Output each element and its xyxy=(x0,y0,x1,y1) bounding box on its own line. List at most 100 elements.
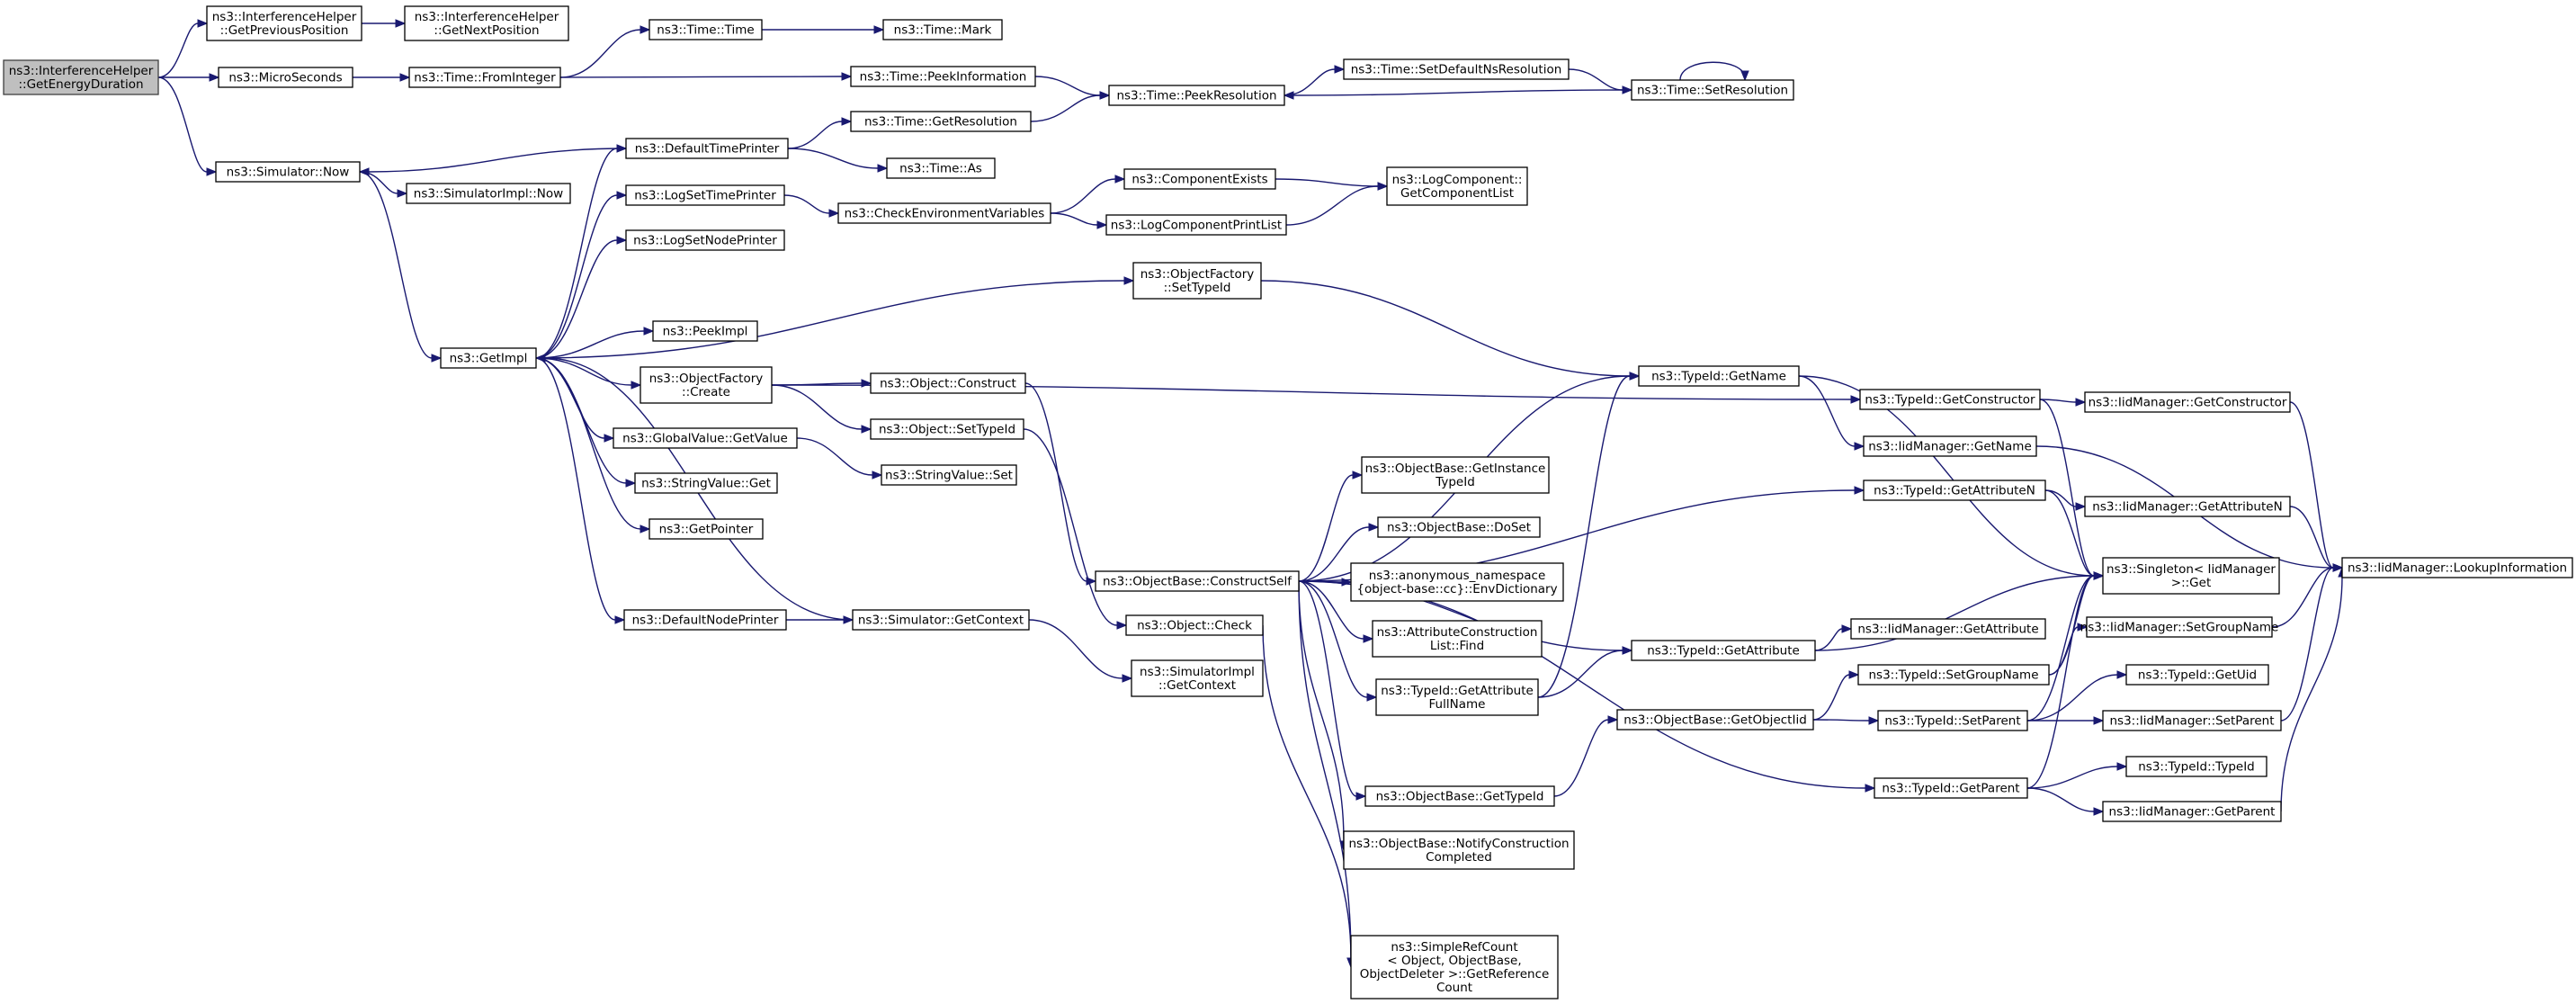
node-iid-get-attribute[interactable]: ns3::IidManager::GetAttribute xyxy=(1850,618,2046,640)
node-box xyxy=(2341,557,2573,578)
edge-ihget-previous-position-to-ihget-next-position xyxy=(361,19,407,28)
node-time-from-integer[interactable]: ns3::Time::FromInteger xyxy=(408,67,561,88)
node-notify-construction-completed[interactable]: ns3::ObjectBase::NotifyConstructionCompl… xyxy=(1343,830,1575,870)
node-object-factory-create[interactable]: ns3::ObjectFactory::Create xyxy=(640,366,773,404)
edge-type-id-get-parent-to-type-id-type-id xyxy=(2026,762,2128,789)
node-box xyxy=(2125,756,2267,777)
node-get-impl[interactable]: ns3::GetImpl xyxy=(440,347,537,369)
node-ihget-next-position[interactable]: ns3::InterferenceHelper::GetNextPosition xyxy=(404,5,569,41)
edge-line xyxy=(1260,280,1631,377)
node-micro-seconds[interactable]: ns3::MicroSeconds xyxy=(218,67,353,88)
node-time-peek-information[interactable]: ns3::Time::PeekInformation xyxy=(850,66,1036,87)
node-log-component-get-component-list[interactable]: ns3::LogComponent::GetComponentList xyxy=(1386,166,1528,206)
edge-line xyxy=(559,76,843,78)
node-ihget-energy-duration[interactable]: ns3::InterferenceHelper::GetEnergyDurati… xyxy=(3,59,159,95)
edge-line xyxy=(1028,619,1123,679)
node-env-dictionary[interactable]: ns3::anonymous_namespace{object-base::cc… xyxy=(1350,562,1564,602)
node-label: ns3::IidManager::GetParent xyxy=(2109,805,2276,820)
edge-type-id-set-parent-to-iid-set-parent xyxy=(2026,716,2105,725)
node-iid-get-attribute-n[interactable]: ns3::IidManager::GetAttributeN xyxy=(2084,496,2291,517)
node-time-set-default-ns-resolution[interactable]: ns3::Time::SetDefaultNsResolution xyxy=(1343,58,1570,80)
node-box xyxy=(613,427,798,449)
node-log-set-time-printer[interactable]: ns3::LogSetTimePrinter xyxy=(625,184,785,206)
node-object-base-construct-self[interactable]: ns3::ObjectBase::ConstructSelf xyxy=(1095,570,1300,592)
node-type-id-set-group-name[interactable]: ns3::TypeId::SetGroupName xyxy=(1857,664,2050,686)
node-component-exists[interactable]: ns3::ComponentExists xyxy=(1123,168,1276,190)
edge-iid-set-parent-to-iid-lookup-information xyxy=(2280,563,2344,722)
node-object-set-type-id[interactable]: ns3::Object::SetTypeId xyxy=(870,418,1024,440)
node-label: List::Find xyxy=(1430,639,1484,653)
node-iid-lookup-information[interactable]: ns3::IidManager::LookupInformation xyxy=(2341,557,2573,578)
node-iid-set-parent[interactable]: ns3::IidManager::SetParent xyxy=(2102,710,2282,731)
node-get-pointer[interactable]: ns3::GetPointer xyxy=(648,518,764,540)
node-string-value-set[interactable]: ns3::StringValue::Set xyxy=(881,464,1017,486)
edge-line xyxy=(559,29,641,78)
edge-type-id-get-parent-to-iid-get-parent xyxy=(2026,787,2105,816)
node-object-base-get-object-iid[interactable]: ns3::ObjectBase::GetObjectIid xyxy=(1616,709,1814,731)
edge-object-base-construct-self-to-notify-construction-completed xyxy=(1298,580,1348,852)
node-iid-set-group-name[interactable]: ns3::IidManager::SetGroupName xyxy=(2080,616,2279,638)
node-ihget-previous-position[interactable]: ns3::InterferenceHelper::GetPreviousPosi… xyxy=(206,5,362,41)
edge-ihget-energy-duration-to-simulator-now xyxy=(157,76,218,176)
node-string-value-get[interactable]: ns3::StringValue::Get xyxy=(634,472,778,494)
node-label: ::SetTypeId xyxy=(1164,281,1231,295)
node-simulator-impl-get-context[interactable]: ns3::SimulatorImpl::GetContext xyxy=(1131,659,1264,697)
node-object-check[interactable]: ns3::Object::Check xyxy=(1125,614,1264,636)
node-box xyxy=(1361,456,1550,494)
node-type-id-get-parent[interactable]: ns3::TypeId::GetParent xyxy=(1874,777,2028,799)
node-label: < Object, ObjectBase, xyxy=(1387,954,1521,968)
node-iid-get-parent[interactable]: ns3::IidManager::GetParent xyxy=(2102,801,2282,822)
node-iid-get-name[interactable]: ns3::IidManager::GetName xyxy=(1863,435,2037,457)
node-type-id-get-name[interactable]: ns3::TypeId::GetName xyxy=(1638,365,1800,387)
node-simulator-impl-now[interactable]: ns3::SimulatorImpl::Now xyxy=(406,183,571,204)
node-type-id-set-parent[interactable]: ns3::TypeId::SetParent xyxy=(1877,710,2028,731)
node-global-value-get-value[interactable]: ns3::GlobalValue::GetValue xyxy=(613,427,798,449)
node-type-id-get-uid[interactable]: ns3::TypeId::GetUid xyxy=(2125,664,2269,686)
node-box xyxy=(1108,85,1285,106)
edge-arrowhead xyxy=(616,191,628,200)
node-object-construct[interactable]: ns3::Object::Construct xyxy=(870,372,1026,394)
edge-line xyxy=(1023,428,1118,626)
edge-simulator-get-context-to-simulator-impl-get-context xyxy=(1028,619,1133,683)
node-time-time[interactable]: ns3::Time::Time xyxy=(648,19,763,40)
node-object-base-get-type-id[interactable]: ns3::ObjectBase::GetTypeId xyxy=(1364,785,1555,807)
node-default-time-printer[interactable]: ns3::DefaultTimePrinter xyxy=(625,138,789,159)
node-label: ns3::Simulator::Now xyxy=(227,166,350,180)
edge-line xyxy=(2280,576,2343,812)
node-type-id-get-attribute[interactable]: ns3::TypeId::GetAttribute xyxy=(1631,640,1816,661)
node-time-peek-resolution[interactable]: ns3::Time::PeekResolution xyxy=(1108,85,1285,106)
node-singleton-get[interactable]: ns3::Singleton< IidManager >::Get xyxy=(2102,557,2280,595)
node-label: ns3::SimulatorImpl xyxy=(1140,665,1255,679)
node-label: ns3::InterferenceHelper xyxy=(212,10,357,24)
node-log-component-print-list[interactable]: ns3::LogComponentPrintList xyxy=(1105,214,1287,236)
node-label: ns3::IidManager::GetConstructor xyxy=(2089,396,2287,410)
node-time-get-resolution[interactable]: ns3::Time::GetResolution xyxy=(850,111,1032,132)
node-time-set-resolution[interactable]: ns3::Time::SetResolution xyxy=(1631,79,1794,101)
node-object-factory-set-type-id[interactable]: ns3::ObjectFactory::SetTypeId xyxy=(1132,262,1262,300)
node-box xyxy=(1874,777,2028,799)
node-peek-impl[interactable]: ns3::PeekImpl xyxy=(652,320,758,342)
node-box xyxy=(648,19,763,40)
node-object-base-do-set[interactable]: ns3::ObjectBase::DoSet xyxy=(1377,516,1541,538)
node-type-id-get-attribute-n[interactable]: ns3::TypeId::GetAttributeN xyxy=(1863,480,2046,501)
node-iid-get-constructor[interactable]: ns3::IidManager::GetConstructor xyxy=(2084,391,2291,413)
node-log-set-node-printer[interactable]: ns3::LogSetNodePrinter xyxy=(625,229,785,251)
edge-line xyxy=(1292,89,1632,96)
node-type-id-get-constructor[interactable]: ns3::TypeId::GetConstructor xyxy=(1859,389,2041,410)
node-box xyxy=(850,111,1032,132)
node-type-id-type-id[interactable]: ns3::TypeId::TypeId xyxy=(2125,756,2267,777)
node-simulator-get-context[interactable]: ns3::Simulator::GetContext xyxy=(852,609,1030,631)
edge-arrowhead xyxy=(1740,70,1749,82)
node-time-mark[interactable]: ns3::Time::Mark xyxy=(882,19,1003,40)
node-label: ns3::ObjectBase::GetInstance xyxy=(1365,462,1546,476)
node-simple-ref-count-get-reference-count[interactable]: ns3::SimpleRefCount< Object, ObjectBase,… xyxy=(1350,935,1559,1000)
node-simulator-now[interactable]: ns3::Simulator::Now xyxy=(215,161,361,183)
node-check-environment-variables[interactable]: ns3::CheckEnvironmentVariables xyxy=(837,202,1051,224)
node-time-as[interactable]: ns3::Time::As xyxy=(886,157,996,179)
edge-arrowhead xyxy=(631,381,642,390)
node-default-node-printer[interactable]: ns3::DefaultNodePrinter xyxy=(623,609,787,631)
edge-arrowhead xyxy=(2077,623,2089,632)
